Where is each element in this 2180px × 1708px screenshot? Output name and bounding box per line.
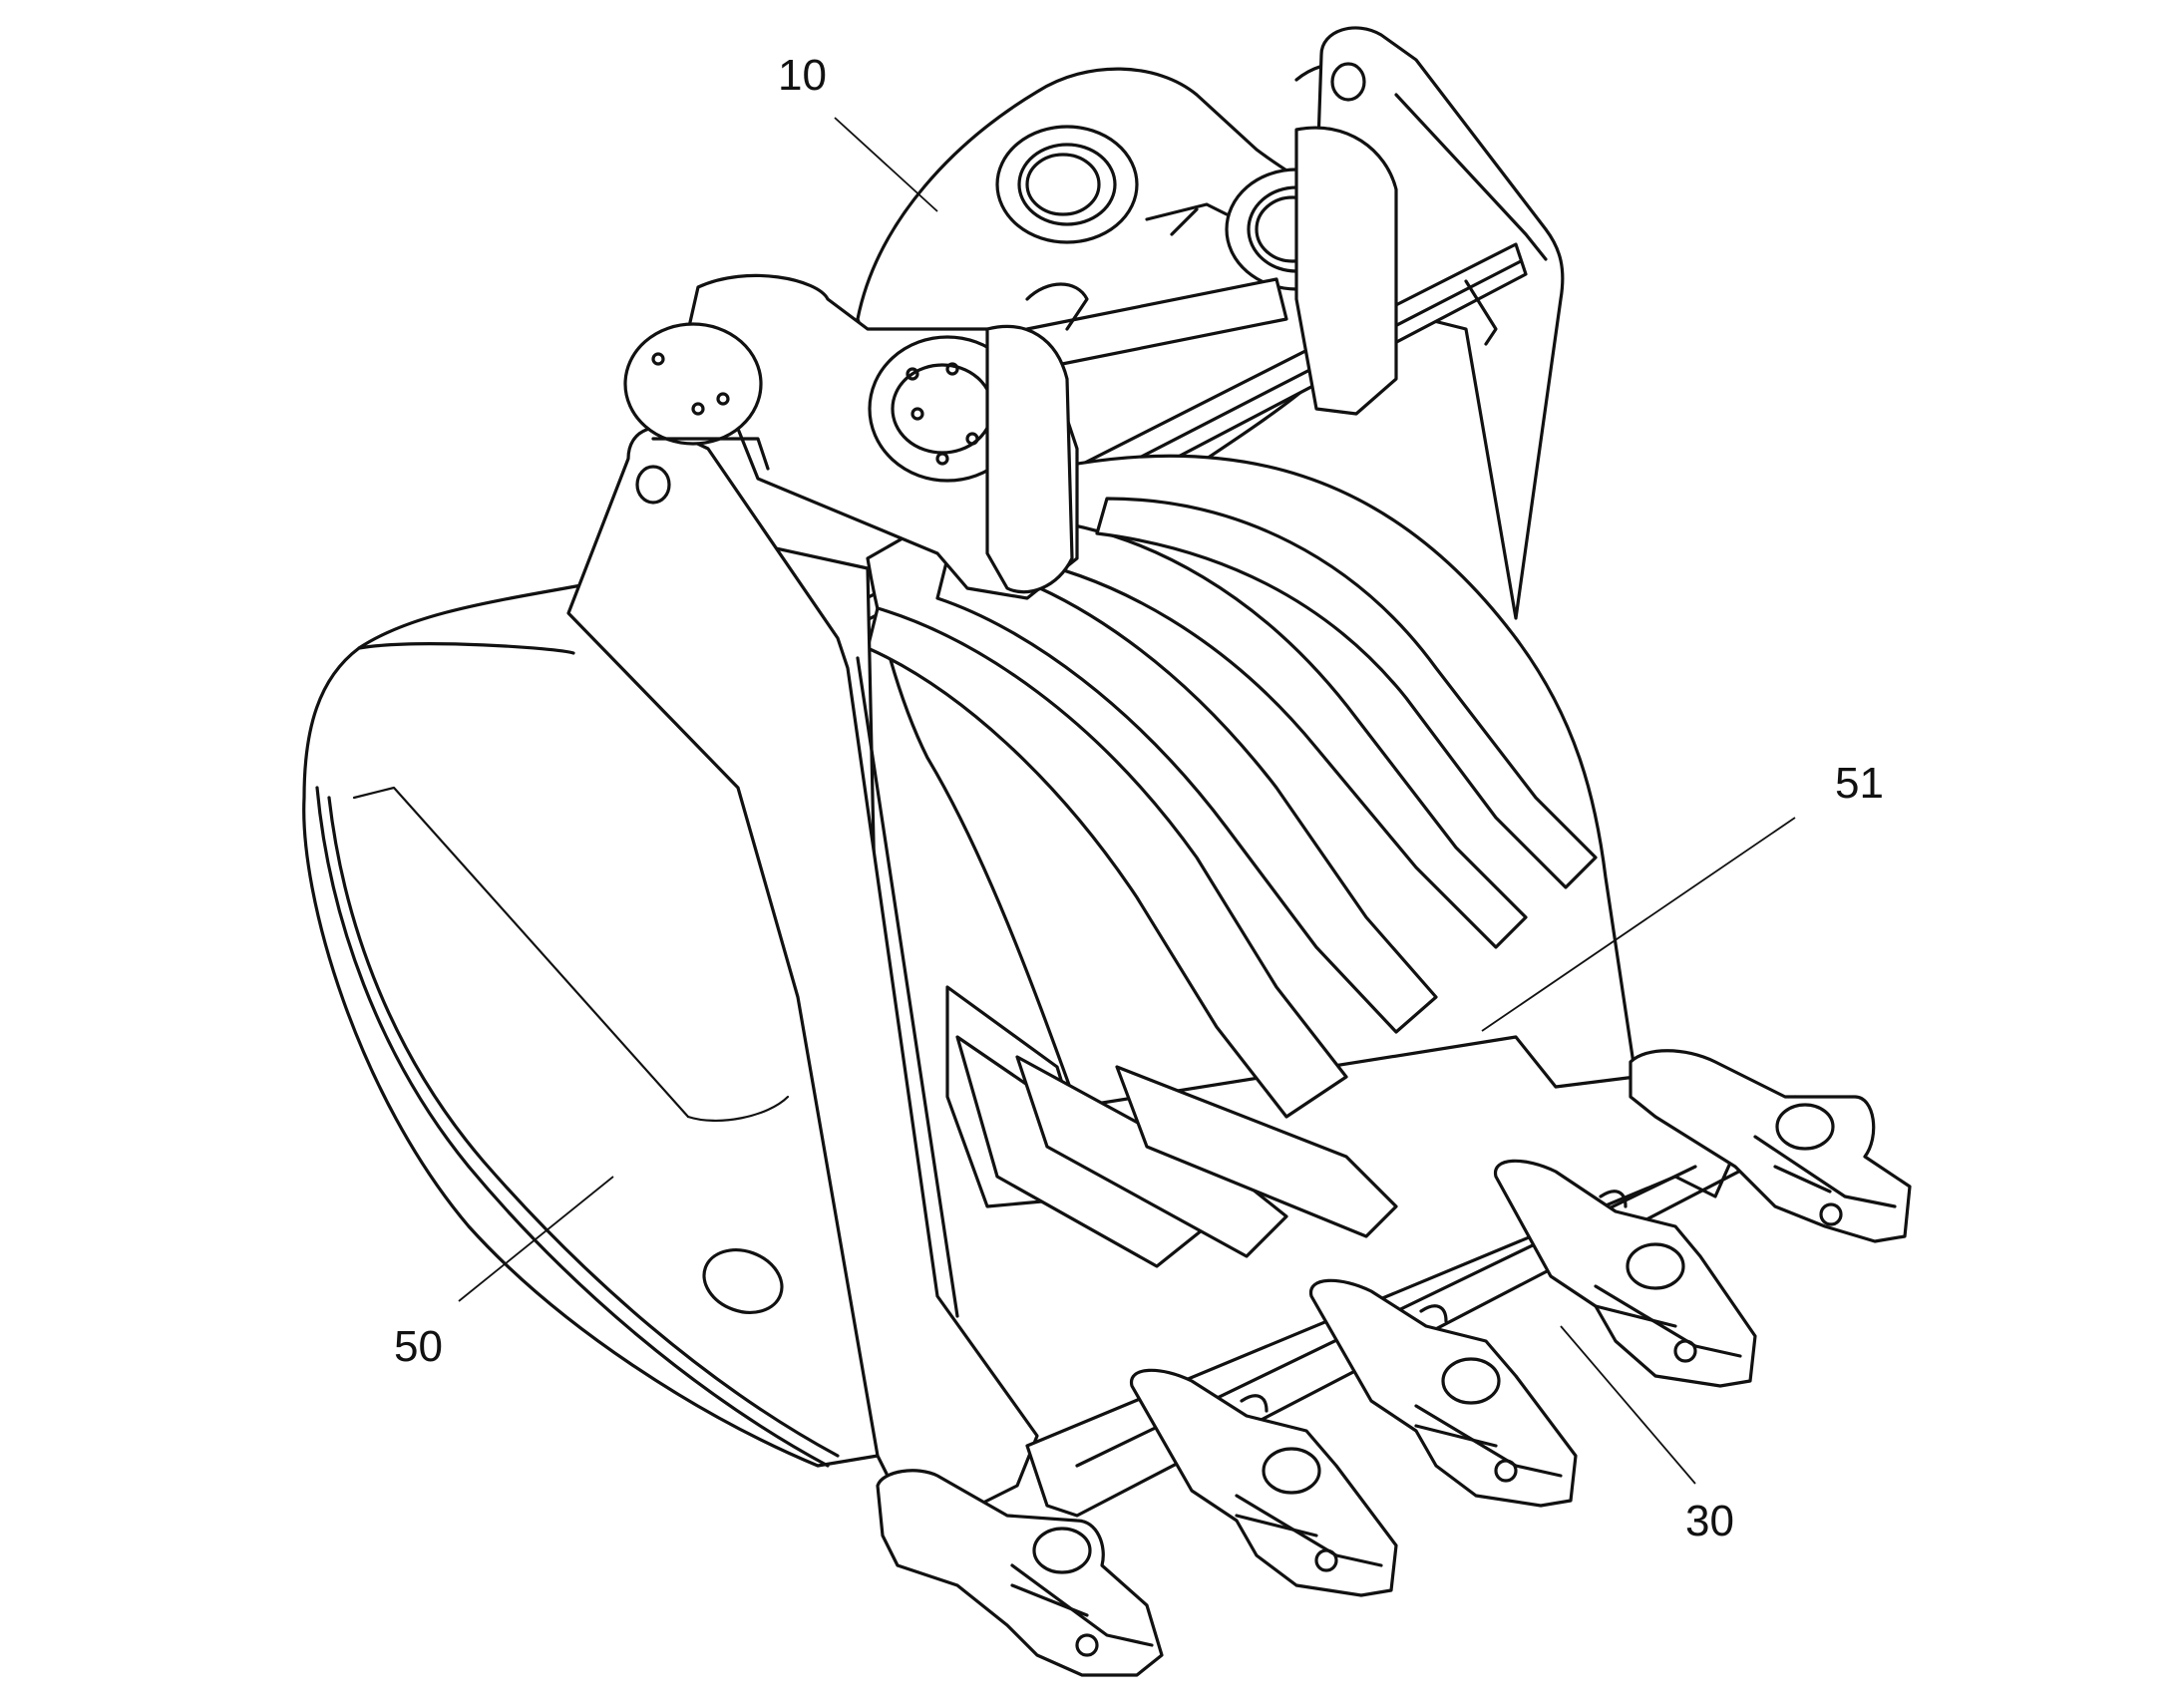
- wear-strip-4: [1095, 497, 1598, 889]
- leader-10: [834, 117, 938, 212]
- side-plate-hole: [702, 1248, 784, 1314]
- front-pin-boss-left: [623, 322, 763, 446]
- tooth-1: [1629, 1049, 1912, 1243]
- wear-strip-3: [1015, 516, 1528, 949]
- tooth-5: [876, 1469, 1164, 1677]
- leader-51: [1481, 817, 1796, 1032]
- label-10: 10: [778, 51, 827, 100]
- leader-50: [458, 1176, 614, 1302]
- wear-strip-2: [935, 556, 1438, 1034]
- reference-labels: 10 51 50 30: [394, 51, 1884, 1545]
- tooth-2: [1494, 1159, 1757, 1388]
- leader-lines: [458, 117, 1796, 1485]
- label-51: 51: [1835, 759, 1884, 808]
- front-pin-assembly: [623, 126, 1398, 600]
- wear-strip-1: [866, 606, 1348, 1119]
- leader-30: [1560, 1325, 1696, 1485]
- label-30: 30: [1685, 1497, 1734, 1545]
- tooth-4: [1130, 1368, 1398, 1597]
- label-50: 50: [394, 1322, 443, 1371]
- bucket-shell: [866, 454, 1637, 1268]
- tooth-3: [1309, 1278, 1578, 1508]
